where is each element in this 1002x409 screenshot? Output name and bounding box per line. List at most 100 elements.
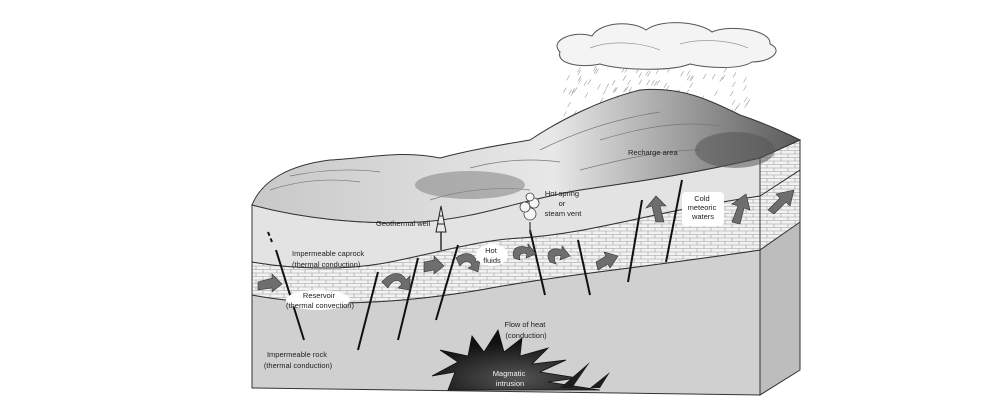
rain-streak [690, 75, 694, 82]
reservoir-label-bg [286, 290, 350, 310]
rain-streak [635, 67, 640, 74]
rain-streak [744, 102, 748, 108]
rain-streak [563, 87, 567, 93]
flow-arrow-icon [767, 189, 795, 215]
flow-arrow-icon [512, 243, 537, 261]
rain-streak [573, 87, 578, 93]
rain-streak [605, 83, 610, 89]
rain-streak [563, 111, 567, 117]
rain-streak [566, 75, 570, 81]
rain-streak [663, 82, 668, 88]
steam-plume-icon [519, 192, 540, 234]
rain-streak [732, 81, 736, 88]
impermeable-rock-line-1: Impermeable rock [267, 350, 327, 359]
rain-streak [622, 75, 627, 81]
reservoir-label: Reservoir (thermal convection) [286, 291, 354, 310]
rain-streak [686, 75, 691, 81]
rain-streak [743, 77, 747, 83]
rain-streak [571, 87, 576, 94]
impermeable-rock-label: Impermeable rock (thermal conduction) [264, 350, 333, 370]
rain-streak [611, 80, 616, 86]
flow-arrow-icon [547, 245, 571, 265]
rain-streak [627, 79, 631, 86]
rain-streak [577, 75, 582, 81]
drill-rig-icon [435, 205, 447, 250]
rain-streak [568, 89, 572, 95]
flow-arrow-icon [381, 273, 411, 291]
flow-of-heat-line-1: Flow of heat [505, 320, 547, 329]
rain-streak [731, 99, 736, 106]
shaded-valley [415, 171, 525, 199]
caprock-label: Impermeable caprock (thermal conduction) [292, 249, 366, 269]
rain-streak [733, 106, 738, 112]
caprock-line-2: (thermal conduction) [292, 260, 361, 269]
rain-streak [583, 80, 588, 86]
magma-spike [590, 372, 610, 388]
rain-streak [730, 90, 734, 97]
hot-spring-line-2: or [559, 199, 566, 208]
cold-waters-label-bg [682, 192, 724, 226]
rain-streak [655, 68, 660, 75]
rain-streak [667, 67, 671, 73]
rain-streak [653, 80, 658, 87]
magmatic-intrusion-line-2: intrusion [496, 379, 524, 388]
impermeable-rock-line-2: (thermal conduction) [264, 361, 333, 370]
flow-arrow-icon [731, 193, 751, 225]
rain-streak [638, 79, 643, 85]
flow-arrows [257, 189, 795, 293]
magmatic-intrusion-line-1: Magmatic [493, 369, 526, 378]
recharge-area-label: Recharge area [628, 148, 678, 157]
rain-streak [587, 79, 592, 85]
rain-streak [628, 86, 633, 93]
flow-of-heat-label: Flow of heat (conduction) [505, 320, 548, 340]
hot-spring-line-1: Hot spring [545, 189, 579, 198]
rain-streak [612, 87, 617, 93]
terrain-surface [251, 88, 802, 224]
rain-streak [567, 101, 571, 108]
flow-arrow-icon [423, 255, 445, 275]
hot-fluids-line-2: fluids [483, 256, 501, 265]
shaded-slope [695, 132, 775, 168]
faults [267, 179, 683, 351]
rain-streak [595, 68, 599, 75]
hot-fluids-label: Hot fluids [483, 246, 501, 265]
reservoir-line-1: Reservoir [303, 291, 336, 300]
magmatic-intrusion [431, 329, 601, 391]
magmatic-intrusion-label: Magmatic intrusion [493, 369, 528, 388]
rain-streak [732, 72, 737, 78]
rain-streak [714, 90, 718, 96]
rain-streak [711, 74, 716, 80]
rain-streak [689, 75, 693, 81]
cold-meteoric-label: Cold meteoric waters [688, 194, 719, 221]
hot-fluids-label-bg [476, 244, 508, 266]
rain-streak [719, 76, 724, 82]
rain-streak [702, 73, 707, 80]
rain-streak [577, 69, 582, 76]
rain-streak [721, 74, 726, 80]
reservoir-line-2: (thermal convection) [286, 301, 354, 310]
rain-streak [689, 82, 693, 89]
cold-meteoric-line-3: waters [691, 212, 714, 221]
rain-streak [621, 67, 626, 73]
rain-streak [647, 71, 651, 77]
magma-spike [560, 362, 590, 388]
rain-streak [656, 79, 660, 86]
cold-meteoric-line-1: Cold [694, 194, 709, 203]
rain-streak [686, 70, 691, 76]
rain-streak [638, 72, 642, 78]
flow-of-heat-line-2: (conduction) [505, 331, 547, 340]
rain-streak [570, 90, 575, 96]
flow-arrow-icon [595, 251, 619, 271]
rain-streak [723, 67, 727, 73]
rain-streak [736, 103, 741, 109]
rain-streak [743, 85, 747, 91]
rain-streak [614, 87, 618, 93]
rain-streak [744, 96, 748, 103]
rain-streak [623, 87, 627, 93]
flow-arrow-icon [645, 195, 667, 223]
rain-streak [593, 68, 598, 74]
caprock-line-1: Impermeable caprock [292, 249, 364, 258]
rain-streak [602, 89, 607, 95]
rain-streak [593, 65, 597, 72]
rain-streak [584, 92, 589, 98]
